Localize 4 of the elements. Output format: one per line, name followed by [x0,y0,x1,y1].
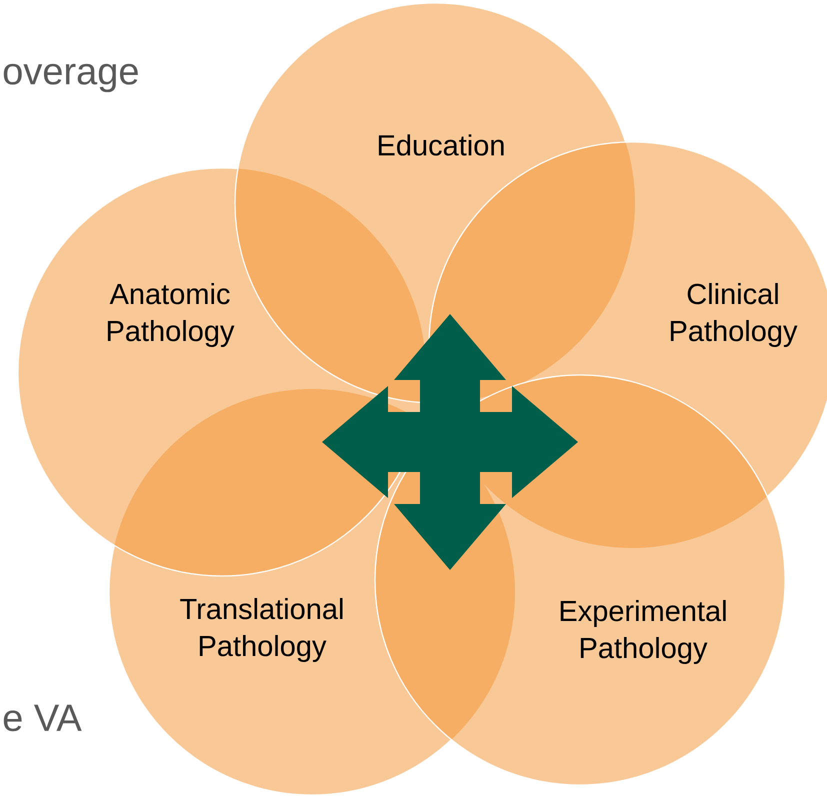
node-label: Anatomic Pathology [108,282,234,348]
node-label: Experimental Pathology [560,600,726,664]
node-label: Clinical Pathology [670,282,798,348]
slide-text: overage [4,64,138,92]
